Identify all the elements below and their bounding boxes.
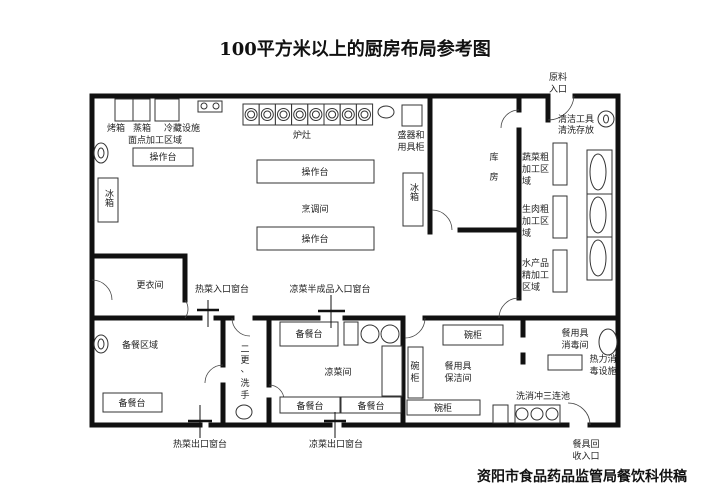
bowl-cabinet-label: 柜: [410, 372, 419, 384]
hot-out-window-label: 热菜出口窗台: [173, 438, 227, 450]
fridge-label: 冰箱: [408, 182, 419, 202]
fridge-right: [402, 172, 424, 227]
disinfect-room-label: 餐用具: [561, 327, 588, 339]
cabinet-label: 用具柜: [397, 141, 424, 153]
steamer-label: 蒸箱: [133, 122, 151, 134]
small-sink: [197, 100, 223, 113]
storeroom-label: 库: [489, 151, 498, 163]
burner-icon: [263, 110, 272, 119]
sink-icon: [377, 105, 395, 119]
burner-icon: [328, 110, 337, 119]
cold-in-window-label: 凉菜半成品入口窗台: [289, 283, 370, 295]
serving-table-label: 备餐台: [118, 397, 145, 409]
cold-room-label: 凉菜间: [324, 366, 351, 378]
seafood-area-label: 精加工: [522, 269, 549, 281]
burner-icon: [247, 110, 256, 119]
steamer-box: [132, 98, 151, 122]
cabinet-box: [401, 104, 423, 127]
cold-storage-label: 冷藏设施: [164, 122, 200, 134]
cleaning-label: 清洗存放: [558, 124, 594, 136]
pass-windows: [188, 295, 346, 438]
hot-in-window-label: 热菜入口窗台: [195, 283, 249, 295]
storeroom-label: 房: [489, 171, 498, 183]
burner-icon: [279, 110, 288, 119]
worktable-3: [256, 226, 375, 251]
cooking-room-label: 烹调间: [301, 203, 328, 215]
worktable-label: 操作台: [301, 166, 328, 178]
bowl-cabinet-label: 碗: [410, 360, 419, 372]
tableware-clean-label: 保洁间: [444, 372, 471, 384]
meat-area-label: 生肉粗: [522, 203, 549, 215]
meat-area-label: 域: [522, 227, 531, 239]
tableware-clean-label: 餐用具: [444, 360, 471, 372]
return-entry-label: 餐具回: [572, 438, 599, 450]
serving-table-label: 备餐台: [357, 400, 384, 412]
raw-entry-label: 原料: [549, 71, 567, 83]
worktable-label: 操作台: [149, 151, 176, 163]
second-change-label: 手: [240, 389, 249, 401]
serving-table-label: 备餐台: [296, 400, 323, 412]
second-change-label: 洗: [240, 377, 249, 389]
serving-area-label: 备餐区域: [122, 339, 158, 351]
pastry-area-label: 面点加工区域: [128, 134, 182, 146]
second-change-label: 、: [240, 365, 249, 375]
disinfect-room-label: 消毒间: [561, 339, 588, 351]
burner-icon: [344, 110, 353, 119]
footer-credit: 资阳市食品药品监管局餐饮科供稿: [477, 468, 687, 485]
burner-icon: [360, 110, 369, 119]
seafood-area-label: 区域: [522, 281, 540, 293]
cold-storage-box: [154, 98, 180, 122]
walls: [89, 93, 621, 428]
worktable-2: [256, 159, 375, 184]
disinfect-cabinet-icon: [598, 328, 618, 356]
veg-area-label: 加工区: [522, 164, 549, 175]
cabinet-label: 盛器和: [397, 129, 424, 141]
raw-entry-label: 入口: [549, 84, 567, 95]
serving-table-label: 备餐台: [295, 328, 322, 340]
seafood-area-label: 水产品: [522, 257, 549, 269]
stove-burners: [242, 103, 374, 126]
plan-title: 100平方米以上的厨房布局参考图: [219, 38, 491, 60]
worktable-1: [132, 147, 194, 167]
bowl-cabinet-label: 碗柜: [464, 329, 482, 341]
thermal-disinfect-label: 热力消: [589, 353, 616, 365]
second-change-label: 更: [240, 355, 249, 366]
oven-box: [114, 98, 134, 122]
fridge-left: [97, 177, 119, 223]
bowl-cabinet-label: 碗柜: [434, 402, 452, 414]
cold-out-window-label: 凉菜出口窗台: [309, 438, 363, 450]
handwash-sink-icon: [235, 404, 253, 420]
burner-icon: [295, 110, 304, 119]
second-change-label: 二: [240, 345, 249, 355]
return-entry-label: 收入口: [572, 450, 599, 462]
triple-sink-label: 洗消冲三连池: [516, 390, 570, 402]
oven-label: 烤箱: [107, 122, 125, 134]
worktable-label: 操作台: [301, 233, 328, 245]
meat-area-label: 加工区: [522, 216, 549, 227]
equipment: [93, 98, 618, 424]
thermal-disinfect-label: 毒设施: [589, 365, 616, 377]
burner-icon: [311, 110, 320, 119]
stove-label: 炉灶: [293, 129, 311, 141]
cleaning-label: 清洁工具: [558, 113, 594, 125]
veg-area-label: 蔬菜粗: [522, 151, 549, 163]
veg-area-label: 域: [522, 175, 531, 187]
locker-room-label: 更衣间: [136, 279, 163, 291]
fridge-label: 冰箱: [103, 188, 114, 208]
doors[interactable]: [91, 95, 591, 426]
